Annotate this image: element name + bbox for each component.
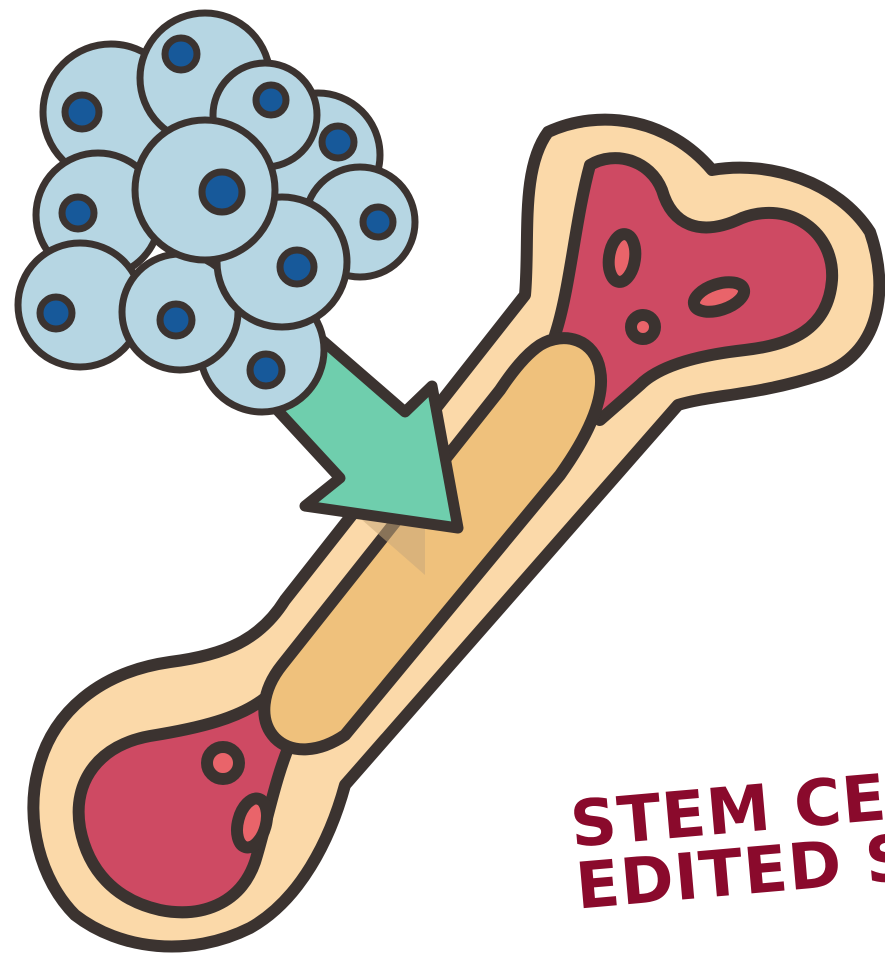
- cell-nucleus: [250, 354, 282, 386]
- cell-nucleus: [256, 85, 286, 115]
- cell-nucleus: [322, 126, 354, 158]
- cell-nucleus: [65, 95, 99, 129]
- cell-nucleus: [160, 304, 192, 336]
- cell-nucleus: [62, 197, 94, 229]
- pore-oval-1: [606, 232, 638, 283]
- caption-title: STEM CEL EDITED S: [568, 764, 885, 919]
- stem-cell-cluster-icon: [18, 13, 415, 412]
- cell-nucleus: [280, 250, 314, 284]
- cell-nucleus: [202, 172, 242, 212]
- cell-nucleus: [165, 38, 197, 70]
- pore-circle-1: [631, 315, 655, 339]
- cell-nucleus: [363, 207, 393, 237]
- pore-circle-2: [207, 747, 239, 779]
- cell-nucleus: [40, 297, 72, 329]
